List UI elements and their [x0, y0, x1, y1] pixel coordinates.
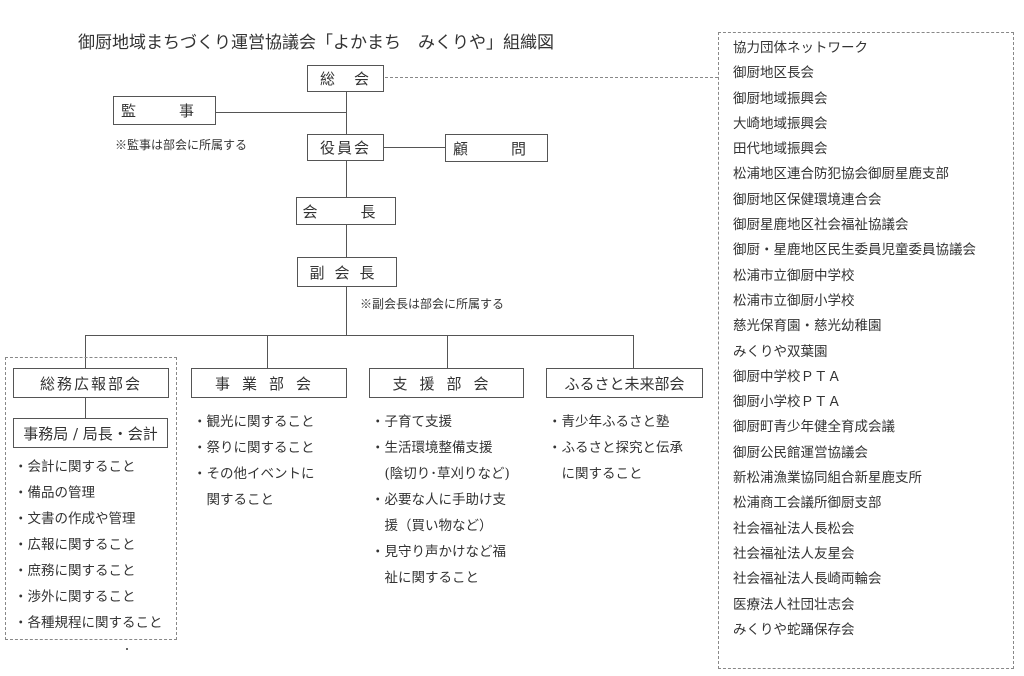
list-item: ・必要な人に手助け支	[371, 492, 506, 508]
list-item: 御厨小学校ＰＴＡ	[733, 394, 841, 411]
division-box-general-affairs: 総務広報部会	[13, 368, 169, 398]
list-item: 田代地域振興会	[733, 141, 828, 158]
network-panel-border	[718, 32, 1014, 669]
list-item: ・各種規程に関すること	[14, 615, 163, 631]
secretariat-connector	[85, 398, 86, 418]
list-item: 慈光保育園・慈光幼稚園	[733, 318, 882, 335]
list-item: みくりや蛇踊保存会	[733, 621, 855, 638]
advisor-connector	[384, 147, 445, 148]
auditor-box: 監 事	[113, 96, 216, 125]
general-affairs-group-border	[5, 357, 177, 640]
division-drop-line	[633, 335, 634, 368]
vice-chair-box: 副会長	[297, 257, 397, 287]
list-item: 松浦市立御厨中学校	[733, 267, 855, 284]
stray-dot	[126, 648, 128, 650]
list-item: 松浦市立御厨小学校	[733, 292, 855, 309]
division-box-hometown-future: ふるさと未来部会	[546, 368, 703, 398]
list-item: 社会福祉法人友星会	[733, 545, 855, 562]
general-assembly-box: 総 会	[307, 65, 384, 92]
list-item: 御厨地域振興会	[733, 90, 828, 107]
list-item: 援（買い物など）	[371, 518, 493, 534]
list-item: ・観光に関すること	[193, 414, 315, 430]
secretariat-box: 事務局 / 局長・会計	[13, 418, 168, 448]
division-drop-line	[447, 335, 448, 368]
list-item: ・見守り声かけなど福	[371, 544, 506, 560]
list-item: みくりや双葉園	[733, 343, 828, 360]
list-item: 松浦地区連合防犯協会御厨星鹿支部	[733, 166, 949, 183]
list-item: 御厨中学校ＰＴＡ	[733, 368, 841, 385]
auditor-note: ※監事は部会に所属する	[115, 138, 248, 152]
division-task-list: ・観光に関すること ・祭りに関すること ・その他イベントに 関すること	[193, 409, 315, 513]
list-item: ・備品の管理	[14, 485, 95, 501]
board-box: 役員会	[307, 134, 384, 161]
list-item: ・渉外に関すること	[14, 589, 136, 605]
list-item: 御厨公民館運営協議会	[733, 444, 868, 461]
list-item: ・青少年ふるさと塾	[548, 414, 670, 430]
list-item: 松浦商工会議所御厨支部	[733, 495, 882, 512]
vice-chair-note: ※副会長は部会に所属する	[360, 297, 505, 311]
list-item: 御厨町青少年健全育成会議	[733, 419, 895, 436]
list-item: 関すること	[193, 492, 274, 508]
list-item: 大崎地域振興会	[733, 115, 828, 132]
division-task-list: ・子育て支援 ・生活環境整備支援 (陰切り･草刈りなど) ・必要な人に手助け支 …	[371, 409, 510, 591]
division-drop-line	[85, 335, 86, 368]
division-box-support: 支援部会	[369, 368, 524, 398]
list-item: ・その他イベントに	[193, 466, 315, 482]
network-list: 協力団体ネットワーク 御厨地区長会 御厨地域振興会 大崎地域振興会 田代地域振興…	[733, 36, 976, 643]
division-box-events: 事業部会	[191, 368, 347, 398]
list-item: 御厨・星鹿地区民生委員児童委員協議会	[733, 242, 976, 259]
advisor-box: 顧 問	[445, 134, 548, 162]
network-title: 協力団体ネットワーク	[733, 40, 868, 56]
division-task-list: ・会計に関すること ・備品の管理 ・文書の作成や管理 ・広報に関すること ・庶務…	[14, 454, 163, 636]
chart-title: 御厨地域まちづくり運営協議会「よかまち みくりや」組織図	[78, 33, 554, 53]
list-item: ・広報に関すること	[14, 537, 136, 553]
list-item: 新松浦漁業協同組合新星鹿支所	[733, 470, 922, 487]
list-item: 社会福祉法人長崎両輪会	[733, 571, 882, 588]
list-item: ・会計に関すること	[14, 459, 136, 475]
list-item: ・祭りに関すること	[193, 440, 315, 456]
list-item: に関すること	[548, 466, 643, 482]
list-item: ・ふるさと探究と伝承	[548, 440, 683, 456]
chair-box: 会 長	[296, 197, 396, 225]
list-item: ・生活環境整備支援	[371, 440, 493, 456]
list-item: 医療法人社団壮志会	[733, 596, 855, 613]
list-item: 御厨星鹿地区社会福祉協議会	[733, 217, 909, 234]
network-dashed-connector	[385, 77, 718, 78]
list-item: 御厨地区長会	[733, 65, 814, 82]
list-item: (陰切り･草刈りなど)	[371, 466, 510, 482]
list-item: ・子育て支援	[371, 414, 452, 430]
auditor-connector	[216, 112, 347, 113]
list-item: 社会福祉法人長松会	[733, 520, 855, 537]
division-task-list: ・青少年ふるさと塾 ・ふるさと探究と伝承 に関すること	[548, 409, 683, 487]
list-item: ・文書の作成や管理	[14, 511, 136, 527]
list-item: 御厨地区保健環境連合会	[733, 191, 882, 208]
list-item: 祉に関すること	[371, 570, 479, 586]
division-bus-line	[85, 335, 634, 336]
list-item: ・庶務に関すること	[14, 563, 136, 579]
division-drop-line	[267, 335, 268, 368]
